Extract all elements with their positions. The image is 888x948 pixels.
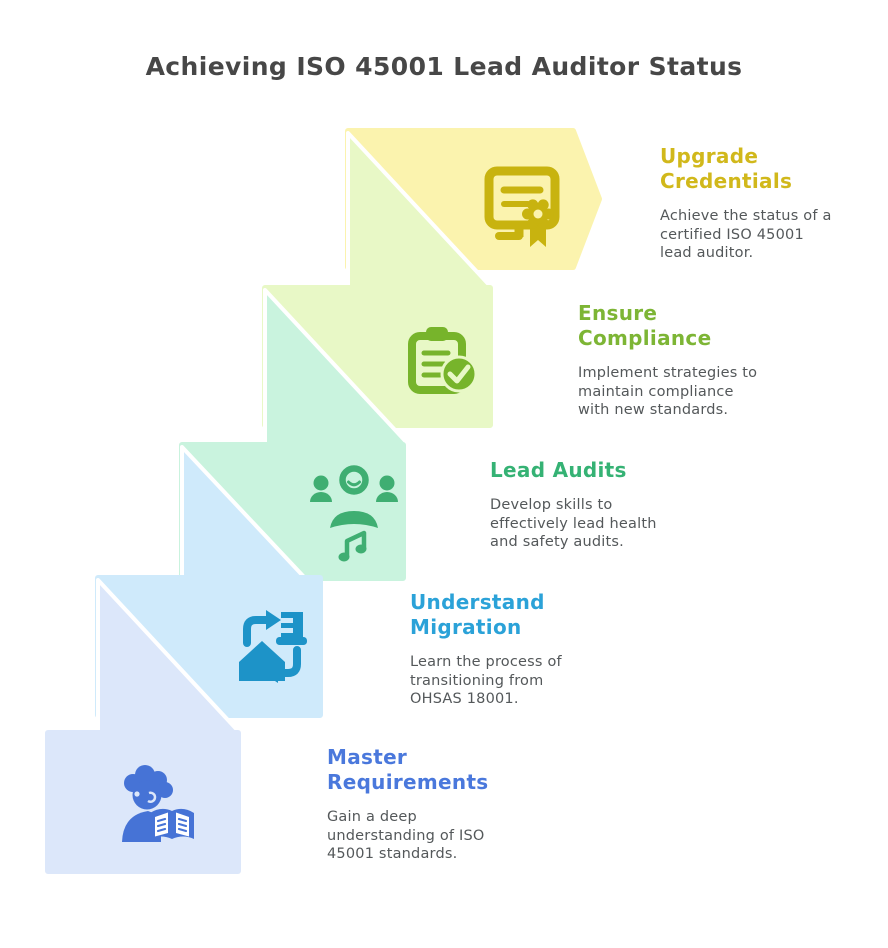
step-description: Learn the process of transitioning from … <box>410 654 562 707</box>
certificate-icon <box>484 166 560 247</box>
step-title: Understand Migration <box>410 590 545 639</box>
step-text-upgrade-credentials: Upgrade Credentials Achieve the status o… <box>660 144 832 263</box>
step-title: Master Requirements <box>327 745 489 794</box>
step-title: Upgrade Credentials <box>660 144 793 193</box>
step-description: Achieve the status of a certified ISO 45… <box>660 208 832 261</box>
step-text-lead-audits: Lead Audits Develop skills to effectivel… <box>490 458 657 552</box>
people-group-icon <box>310 465 398 562</box>
step-text-ensure-compliance: Ensure Compliance Implement strategies t… <box>578 301 757 420</box>
page-title: Achieving ISO 45001 Lead Auditor Status <box>145 52 743 81</box>
clipboard-check-icon <box>408 327 478 394</box>
step-text-master-requirements: Master Requirements Gain a deep understa… <box>327 745 489 864</box>
reading-person-icon <box>122 765 194 842</box>
step-title: Lead Audits <box>490 458 627 482</box>
step-description: Gain a deep understanding of ISO 45001 s… <box>327 809 485 862</box>
migration-icon <box>239 610 307 683</box>
step-text-understand-migration: Understand Migration Learn the process o… <box>410 590 562 709</box>
step-description: Develop skills to effectively lead healt… <box>490 497 657 550</box>
step-description: Implement strategies to maintain complia… <box>578 365 758 418</box>
step-title: Ensure Compliance <box>578 301 712 350</box>
